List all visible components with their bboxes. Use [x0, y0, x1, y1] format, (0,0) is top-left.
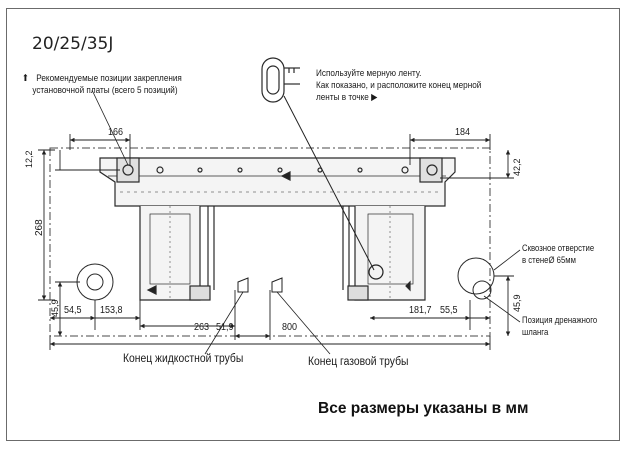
- dim-bottom-left-a: 54,5: [64, 305, 82, 316]
- tape-leader-line: [283, 95, 375, 271]
- dim-right-small: 42,2: [512, 158, 522, 176]
- dim-bottom-left-b: 153,8: [100, 305, 123, 316]
- drain-position-line2: шланга: [522, 327, 549, 337]
- through-hole-label: Сквозное отверстие в стенеØ 65мм: [522, 242, 594, 266]
- recommended-positions-note: ⬆ Рекомендуемые позиции закрепления уста…: [22, 73, 182, 97]
- tape-end-point: [368, 264, 384, 280]
- dim-right-bottom: 45,9: [512, 294, 522, 312]
- dim-bottom-mid-b: 51,9: [216, 322, 234, 333]
- gas-pipe-end-label: Конец газовой трубы: [308, 356, 409, 368]
- pipe-end-markers: [237, 277, 283, 293]
- dim-left-small: 12,2: [24, 150, 34, 168]
- up-arrow-icon: ⬆: [22, 73, 29, 84]
- diagram-frame: [6, 8, 620, 441]
- dim-left-height: 268: [34, 219, 45, 236]
- units-note: Все размеры указаны в мм: [318, 400, 529, 417]
- leader-lines: [91, 89, 521, 355]
- tape-measure-note: Используйте мерную ленту. Как показано, …: [316, 68, 481, 104]
- dim-bottom-right-b: 55,5: [440, 305, 458, 316]
- through-hole-line2: в стенеØ 65мм: [522, 255, 576, 265]
- recommended-note-line2: установочной платы (всего 5 позиций): [32, 85, 178, 96]
- dimension-lines: [38, 134, 514, 350]
- wall-hole-left: [76, 263, 114, 301]
- tape-note-line3: ленты в точке: [316, 92, 369, 103]
- dim-bottom-right-a: 181,7: [409, 305, 432, 316]
- tape-measure-icon: [261, 57, 300, 103]
- liquid-pipe-end-label: Конец жидкостной трубы: [123, 353, 244, 365]
- dim-top-left: 166: [108, 127, 124, 138]
- model-title: 20/25/35J: [32, 34, 114, 54]
- through-hole-line1: Сквозное отверстие: [522, 243, 595, 253]
- tape-note-line2: Как показано, и расположите конец мерной: [316, 80, 482, 91]
- recommended-note-line1: Рекомендуемые позиции закрепления: [36, 73, 182, 84]
- installation-plate: [99, 157, 456, 301]
- wall-hole-right: [457, 257, 495, 300]
- dim-bottom-mid-a: 263: [194, 322, 210, 333]
- dim-bottom-center: 800: [282, 322, 298, 333]
- dim-left-bottom: 45,9: [50, 299, 60, 317]
- dim-top-right: 184: [455, 127, 471, 138]
- tape-note-line1: Используйте мерную ленту.: [316, 68, 422, 79]
- drain-position-label: Позиция дренажного шланга: [522, 314, 597, 338]
- drain-position-line1: Позиция дренажного: [522, 315, 598, 325]
- point-marker-icon: ▶: [371, 92, 378, 103]
